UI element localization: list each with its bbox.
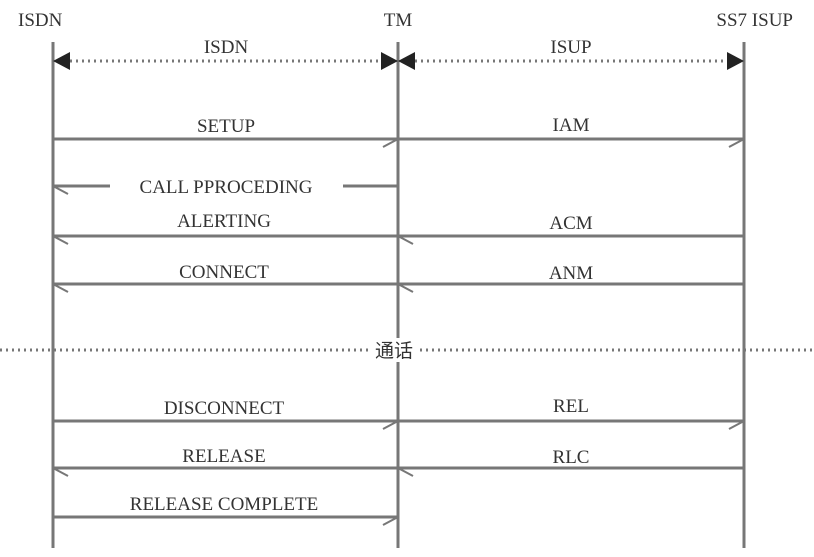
message-alerting-arrowhead <box>52 235 69 245</box>
span-arrowhead-right <box>727 52 744 70</box>
message-rel-arrowhead <box>728 420 745 430</box>
message-alerting-label: ALERTING <box>177 211 271 232</box>
message-release-complete-arrowhead <box>382 516 399 526</box>
message-release-arrowhead <box>52 467 69 477</box>
phase-label-background <box>370 338 418 362</box>
message-setup-arrowhead <box>382 138 399 148</box>
phase-label: 通话 <box>375 340 413 362</box>
message-rlc-label: RLC <box>553 447 590 468</box>
message-connect-arrowhead <box>52 283 69 293</box>
span-arrowhead-right <box>381 52 398 70</box>
participant-ss7-isup-label: SS7 ISUP <box>716 10 793 31</box>
message-rlc-arrowhead <box>397 467 414 477</box>
message-disconnect-label: DISCONNECT <box>164 398 285 419</box>
message-anm-arrowhead <box>397 283 414 293</box>
message-release-complete-label: RELEASE COMPLETE <box>130 494 318 515</box>
segment-isup-label: ISUP <box>550 37 591 58</box>
message-anm-label: ANM <box>549 263 593 284</box>
participant-isdn-label: ISDN <box>18 10 63 31</box>
segment-isup-span <box>398 52 744 70</box>
message-call-proceeding-label: CALL PPROCEDING <box>140 177 313 198</box>
span-arrowhead-left <box>398 52 415 70</box>
message-release-label: RELEASE <box>182 446 265 467</box>
message-disconnect-arrowhead <box>382 420 399 430</box>
message-connect-label: CONNECT <box>179 262 269 283</box>
span-arrowhead-left <box>53 52 70 70</box>
message-iam-arrowhead <box>728 138 745 148</box>
segment-isdn-span <box>53 52 398 70</box>
message-acm-arrowhead <box>397 235 414 245</box>
participant-tm-label: TM <box>384 10 413 31</box>
message-iam-label: IAM <box>553 115 590 136</box>
message-acm-label: ACM <box>549 213 592 234</box>
message-call-proceeding-arrowhead <box>52 185 69 195</box>
message-rel-label: REL <box>553 396 589 417</box>
message-setup-label: SETUP <box>197 116 255 137</box>
segment-isdn-label: ISDN <box>204 37 249 58</box>
